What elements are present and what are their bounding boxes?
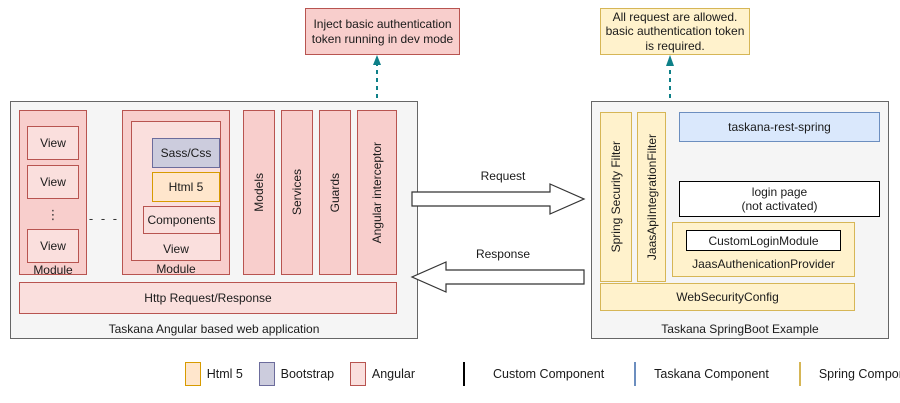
legend-label-html5: Html 5 <box>206 367 243 381</box>
legend-label-angular: Angular <box>371 367 415 381</box>
module-a-view-3[interactable]: View <box>27 229 79 263</box>
web-security-config[interactable]: WebSecurityConfig <box>600 283 855 311</box>
legend-label-spring-component: Spring Component <box>818 367 900 381</box>
module-b-view-label: View <box>131 241 221 257</box>
column-services-label: Services <box>290 169 304 216</box>
custom-login-module[interactable]: CustomLoginModule <box>686 230 841 251</box>
left-panel-caption: Taskana Angular based web application <box>10 320 418 338</box>
custom-login-module-label: CustomLoginModule <box>708 233 819 248</box>
module-a-label-text: Module <box>33 263 73 277</box>
column-models-label: Models <box>252 173 266 212</box>
column-angular-interceptor-label: Angular interceptor <box>370 141 384 244</box>
module-b-html5-label: Html 5 <box>168 180 204 194</box>
taskana-rest-spring[interactable]: taskana-rest-spring <box>679 112 880 142</box>
module-b-sass-css[interactable]: Sass/Css <box>152 138 220 168</box>
jaas-authenication-provider-label-text: JaasAuthenicationProvider <box>692 257 835 271</box>
module-b-label-text: Module <box>156 262 196 276</box>
column-models[interactable]: Models <box>243 110 275 275</box>
response-arrow-label-text: Response <box>475 247 531 261</box>
jaas-api-integration-filter[interactable]: JaasApiIntegrationFilter <box>637 112 666 282</box>
module-a-ellipsis-text: ⋮ <box>46 207 60 222</box>
note-left-dev-mode: Inject basic authentication token runnin… <box>305 8 460 55</box>
http-request-response-label: Http Request/Response <box>144 291 272 305</box>
module-b-label: Module <box>122 262 230 276</box>
login-page-line1: login page <box>751 185 808 199</box>
module-a-view-1[interactable]: View <box>27 126 79 160</box>
login-page-line2: (not activated) <box>741 199 818 213</box>
http-request-response-bar[interactable]: Http Request/Response <box>19 282 397 314</box>
legend-label-taskana-component: Taskana Component <box>654 367 769 381</box>
right-panel-caption-text: Taskana SpringBoot Example <box>661 322 819 336</box>
note-right-auth: All request are allowed. basic authentic… <box>600 8 750 55</box>
taskana-rest-spring-label: taskana-rest-spring <box>728 120 831 134</box>
legend-swatch-custom-component <box>463 362 465 386</box>
legend-swatch-bootstrap <box>258 362 275 386</box>
note-right-text: All request are allowed. basic authentic… <box>605 9 745 53</box>
column-services[interactable]: Services <box>281 110 313 275</box>
spring-security-filter[interactable]: Spring Security Filter <box>600 112 632 282</box>
module-a-view-2-label: View <box>40 175 66 189</box>
module-a-view-1-label: View <box>40 136 66 150</box>
legend-swatch-angular <box>350 362 366 386</box>
legend-right: Custom Component Taskana Component Sprin… <box>463 362 900 386</box>
module-a-view-3-label: View <box>40 239 66 253</box>
module-b-components-label: Components <box>147 213 216 227</box>
legend-swatch-spring-component <box>798 362 801 386</box>
legend-swatch-html5 <box>185 362 201 386</box>
legend-left: Html 5 Bootstrap Angular <box>185 362 415 386</box>
column-angular-interceptor[interactable]: Angular interceptor <box>357 110 397 275</box>
web-security-config-label: WebSecurityConfig <box>676 290 779 304</box>
modules-separator-text: - - - <box>88 210 120 226</box>
jaas-api-integration-filter-label: JaasApiIntegrationFilter <box>644 133 659 261</box>
module-b-html5[interactable]: Html 5 <box>152 172 220 202</box>
request-arrow-icon <box>411 183 586 215</box>
legend-label-custom-component: Custom Component <box>493 367 605 381</box>
response-arrow-label: Response <box>438 246 568 262</box>
left-panel-caption-text: Taskana Angular based web application <box>108 322 320 336</box>
module-a-view-2[interactable]: View <box>27 165 79 199</box>
request-arrow-label-text: Request <box>480 169 526 183</box>
column-guards[interactable]: Guards <box>319 110 351 275</box>
spring-security-filter-label: Spring Security Filter <box>609 141 623 253</box>
response-arrow-icon <box>410 261 585 293</box>
module-a-label: Module <box>19 263 87 277</box>
login-page[interactable]: login page (not activated) <box>679 181 880 217</box>
modules-separator-ellipsis-icon: - - - <box>88 210 120 226</box>
legend-label-bootstrap: Bootstrap <box>280 367 335 381</box>
jaas-authenication-provider-label: JaasAuthenicationProvider <box>672 255 855 273</box>
column-guards-label: Guards <box>328 172 342 213</box>
legend-swatch-taskana-component <box>634 362 637 386</box>
right-panel-caption: Taskana SpringBoot Example <box>591 320 889 338</box>
request-arrow-label: Request <box>438 168 568 184</box>
module-b-components[interactable]: Components <box>143 206 220 234</box>
module-b-sass-css-label: Sass/Css <box>160 146 212 160</box>
note-left-text: Inject basic authentication token runnin… <box>311 17 454 46</box>
module-b-view-label-text: View <box>163 242 189 256</box>
module-a-vertical-ellipsis-icon: ⋮ <box>27 201 79 229</box>
